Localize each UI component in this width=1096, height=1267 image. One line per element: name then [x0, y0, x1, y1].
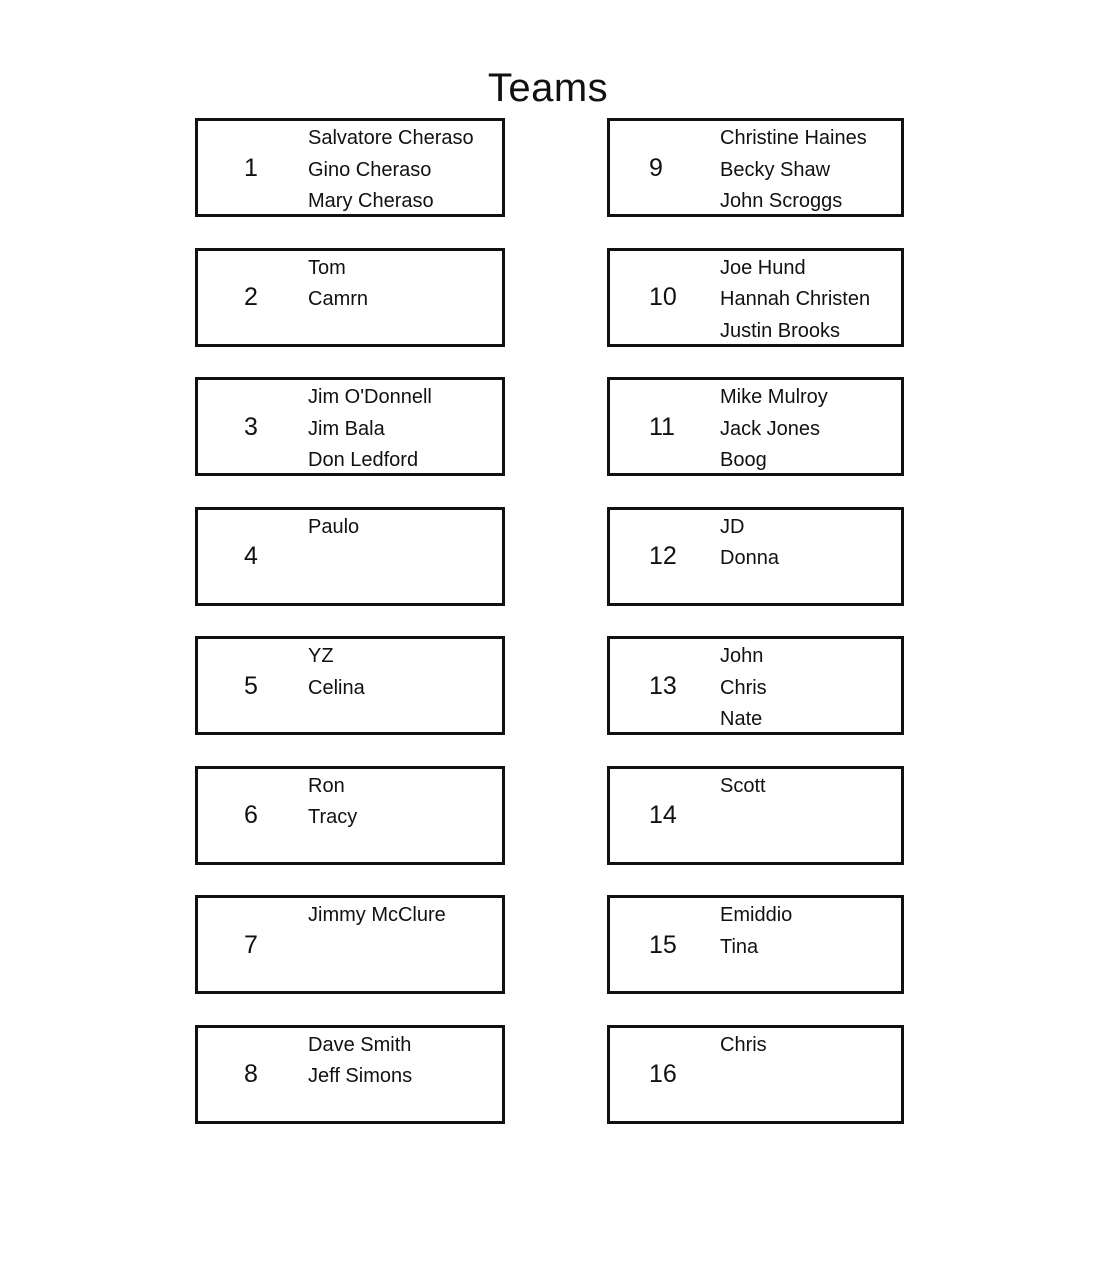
team-member-name: Hannah Christen	[720, 288, 871, 310]
team-number: 12	[649, 542, 677, 570]
team-member-name: Ron	[308, 774, 345, 797]
team-member-name: John	[720, 645, 764, 667]
team-member-name: Dave Smith	[308, 1033, 412, 1056]
team-member-list: JD Donna	[720, 512, 779, 575]
team-member-name: Celina	[308, 676, 365, 699]
team-number: 1	[244, 153, 258, 182]
team-member-name: Boog	[720, 449, 767, 471]
team-member-name: YZ	[308, 645, 334, 667]
team-member-name: Mary Cheraso	[308, 190, 434, 212]
team-number: 7	[244, 930, 258, 959]
team-member-name: Donna	[720, 547, 779, 569]
team-member-name: Chris	[720, 1033, 767, 1056]
team-number: 10	[649, 283, 677, 311]
team-member-name: Jack Jones	[720, 417, 821, 440]
team-number: 4	[244, 542, 258, 570]
team-box-4: 4 Paulo	[195, 506, 505, 606]
team-number: 3	[244, 412, 258, 441]
team-member-name: Chris	[720, 676, 767, 699]
team-member-name: Joe Hund	[720, 256, 806, 279]
team-member-name: Justin Brooks	[720, 319, 841, 342]
team-number: 9	[649, 153, 663, 182]
team-number: 15	[649, 930, 677, 959]
team-member-list: Chris	[720, 1030, 767, 1062]
team-number: 8	[244, 1060, 258, 1088]
team-member-name: Jim Bala	[308, 417, 385, 440]
team-number: 13	[649, 671, 677, 700]
team-member-name: John Scroggs	[720, 190, 843, 212]
team-member-name: Don Ledford	[308, 449, 419, 471]
team-member-name: Scott	[720, 774, 766, 797]
team-member-name: Emiddio	[720, 904, 793, 926]
team-member-name: Paulo	[308, 515, 360, 538]
team-number: 14	[649, 801, 677, 829]
team-member-name: JD	[720, 515, 745, 538]
team-member-list: YZ Celina	[308, 641, 365, 704]
team-number: 6	[244, 801, 258, 829]
team-member-name: Christine Haines	[720, 127, 867, 149]
team-box-7: 7 Jimmy McClure	[195, 895, 505, 994]
team-box-5: 5 YZ Celina	[195, 636, 505, 735]
team-member-name: Tracy	[308, 806, 358, 828]
team-member-name: Salvatore Cheraso	[308, 127, 474, 149]
team-box-12: 12 JD Donna	[607, 506, 904, 606]
team-member-list: Jimmy McClure	[308, 900, 446, 932]
team-number: 2	[244, 283, 258, 311]
page-title: Teams	[487, 66, 609, 110]
team-member-name: Camrn	[308, 288, 369, 310]
team-number: 16	[649, 1060, 677, 1088]
team-member-list: Paulo	[308, 512, 359, 544]
team-box-16: 16 Chris	[607, 1024, 904, 1124]
team-member-name: Jeff Simons	[308, 1065, 413, 1087]
team-number: 11	[649, 412, 675, 441]
team-member-name: Mike Mulroy	[720, 386, 828, 408]
team-box-14: 14 Scott	[607, 765, 904, 865]
team-number: 5	[244, 671, 258, 700]
team-member-name: Jimmy McClure	[308, 904, 446, 926]
team-member-name: Tom	[308, 256, 346, 279]
team-member-list: Scott	[720, 771, 766, 803]
team-member-name: Gino Cheraso	[308, 158, 432, 181]
team-member-name: Jim O'Donnell	[308, 386, 432, 408]
team-member-name: Tina	[720, 935, 759, 958]
team-member-name: Nate	[720, 708, 763, 730]
team-member-name: Becky Shaw	[720, 158, 831, 181]
